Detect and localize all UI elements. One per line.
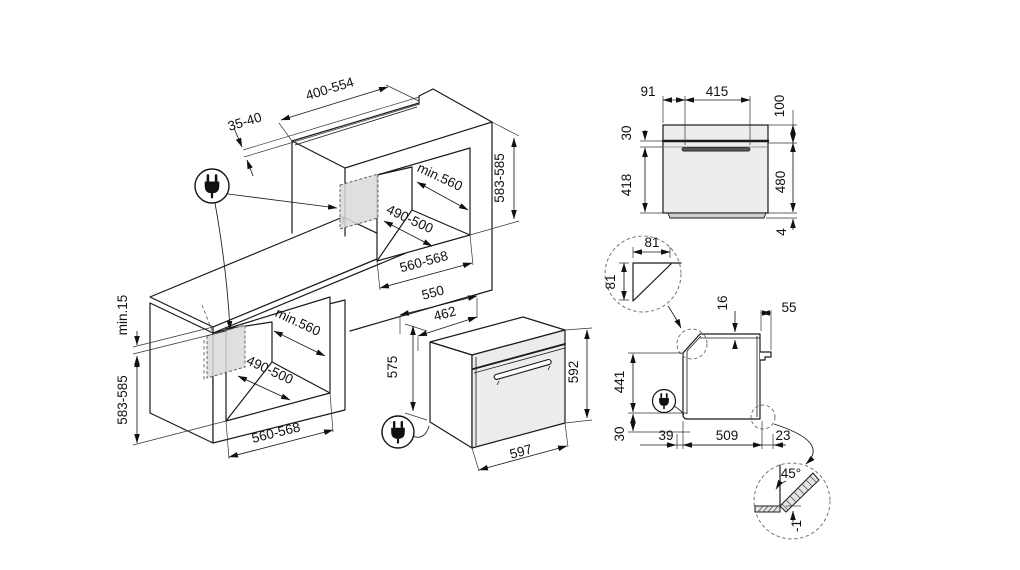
dim-bottom-clear: 30 (612, 426, 627, 441)
dim-handle-inset: 91 (640, 84, 655, 99)
dim-tolerance: -1 (789, 520, 804, 532)
dim-rear-height: 480 (773, 171, 788, 194)
side-view-dimensions: 16 55 441 30 39 509 23 (612, 295, 797, 449)
dim-chamfer-width: 81 (644, 235, 659, 250)
dim-handle-length: 415 (706, 84, 729, 99)
dim-oven-height-front: 575 (385, 356, 400, 379)
dim-rear-clear: 55 (781, 300, 796, 315)
dim-oven-door-depth: 462 (432, 303, 458, 323)
corner-detail-view: 81 81 (603, 235, 682, 329)
dim-oven-depth: 550 (420, 282, 446, 302)
oven-isometric-view: 550 462 575 592 597 (381, 282, 593, 472)
front-view: 91 415 100 30 418 480 4 (619, 84, 797, 236)
dim-top-recess: 16 (715, 295, 730, 310)
dim-depth: 509 (716, 428, 739, 443)
dim-front-gap: 39 (658, 428, 673, 443)
oven-handle (493, 358, 552, 380)
dim-panel-drop: 100 (772, 95, 787, 118)
rear-bracket (760, 351, 772, 361)
dim-door-height: 418 (619, 174, 634, 197)
power-plug-icon (651, 388, 677, 414)
power-zone-tall (339, 173, 379, 230)
front-view-dimensions: 91 415 100 30 418 480 4 (619, 84, 797, 236)
side-view: 16 55 441 30 39 509 23 (612, 295, 815, 465)
dim-foot: 4 (774, 228, 789, 236)
dim-angle: 45° (781, 466, 801, 481)
dim-cutout-width: 400-554 (304, 74, 356, 103)
power-plug-icon (194, 168, 230, 204)
power-plug-icon (381, 415, 415, 449)
dim-chamfer-height: 81 (603, 274, 618, 289)
dim-top-clearance: min.15 (115, 295, 130, 336)
oven-handle-front (681, 147, 751, 152)
dim-oven-width: 597 (508, 441, 534, 461)
oven-dimensions: 550 462 575 592 597 (385, 282, 593, 472)
dim-niche-height-base: 583-585 (115, 375, 130, 425)
dim-panel-gap: 30 (619, 125, 634, 140)
dim-rear-gap: 23 (775, 428, 790, 443)
dim-vent-gap: 35-40 (226, 109, 263, 133)
dim-niche-height-tall: 583-585 (492, 153, 507, 203)
dim-front-height: 441 (612, 371, 627, 394)
dim-oven-height: 592 (566, 361, 581, 384)
angle-detail-view: 45° -1 (753, 462, 831, 540)
